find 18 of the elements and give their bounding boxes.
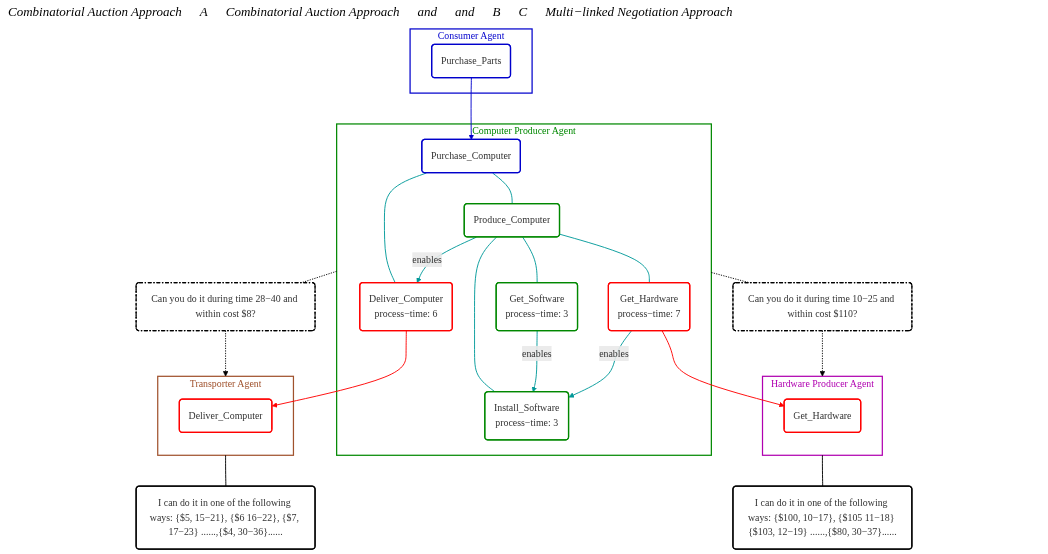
note-text: Multi−linked Negotiation Approach [545,4,733,20]
note-text: Combinatorial Auction Approach [8,4,182,20]
note-text: C [518,4,528,20]
edge-label: enables [599,347,629,359]
connector [522,236,538,284]
connector [383,172,427,284]
note-text: Combinatorial Auction Approach [225,4,400,20]
connector [821,454,824,487]
connector [559,233,650,284]
note-text: A [199,4,208,20]
note-text: and [455,4,475,20]
connector [474,236,497,393]
edge-label: enables [522,347,552,359]
connector [492,172,513,205]
connector [225,454,227,487]
note-text: and [417,4,438,20]
edge-label: enables [412,254,442,265]
note-text: B [492,4,501,20]
